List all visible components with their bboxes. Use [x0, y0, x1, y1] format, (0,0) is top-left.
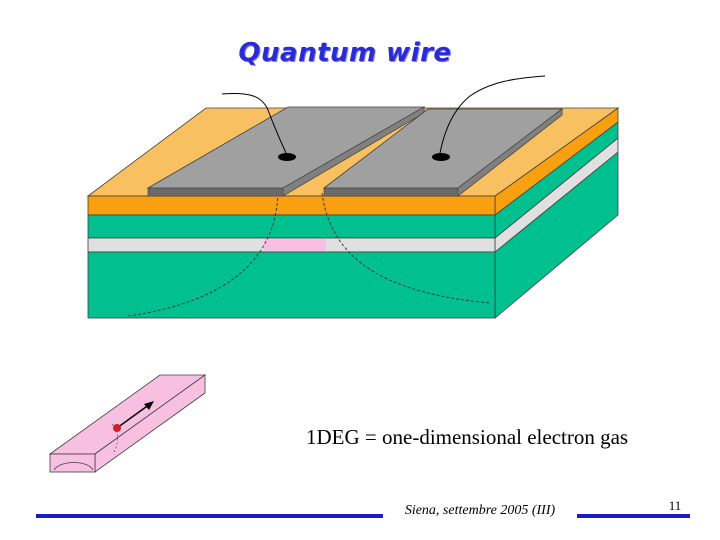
- depletion-curve-right: [321, 192, 491, 304]
- gate-right: [322, 108, 564, 197]
- footer-text: Siena, settembre 2005 (III): [404, 503, 556, 518]
- front-layer-green-top: [87, 214, 496, 239]
- electron-arrow: [116, 403, 151, 429]
- page-number: 11: [668, 498, 682, 513]
- depletion-curve-left: [127, 192, 279, 317]
- footer-rule-left: [36, 514, 383, 518]
- slide-title: Quantum wire: [238, 38, 452, 68]
- wire-inset-front: [49, 453, 96, 473]
- footer-rule-right: [577, 514, 690, 518]
- front-layer-green-bottom: [87, 251, 496, 319]
- channel-region-pink: [264, 239, 326, 251]
- bond-wire-left: [221, 93, 287, 154]
- caption-1deg: 1DEG = one-dimensional electron gas: [306, 425, 629, 449]
- bond-wire-right: [439, 75, 546, 154]
- gate-left: [146, 106, 426, 197]
- electron-arrow-head: [144, 401, 154, 410]
- electron-dot: [113, 424, 121, 432]
- front-layer-orange: [87, 195, 496, 216]
- wire-inset-dash: [111, 423, 118, 453]
- contact-dot-left: [278, 153, 296, 161]
- wire-inset: [48, 374, 207, 473]
- wire-inset-arc: [53, 462, 94, 471]
- contact-dot-right: [432, 153, 450, 161]
